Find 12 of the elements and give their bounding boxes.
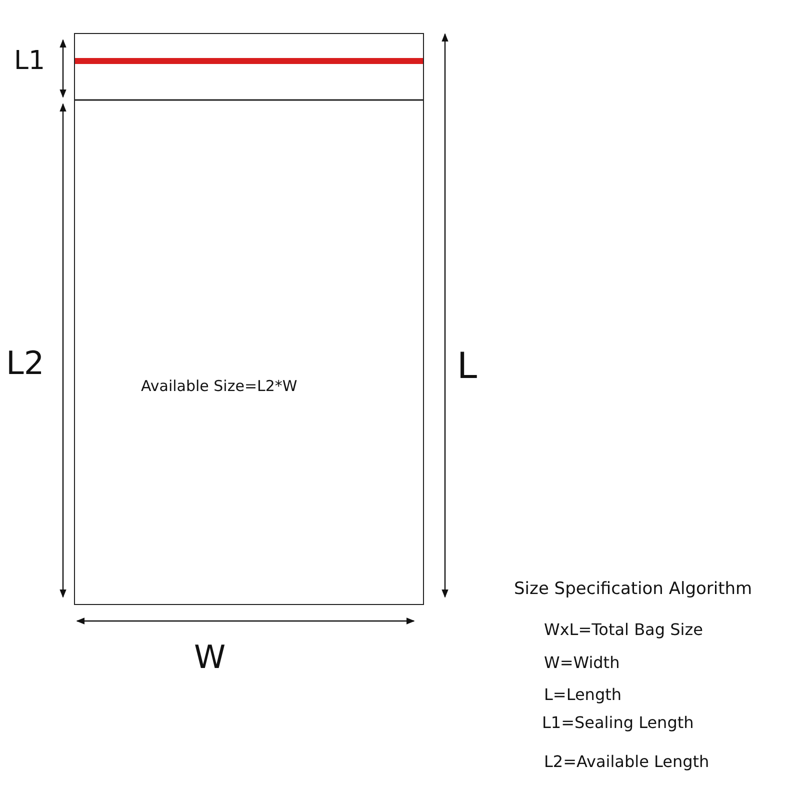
- dimension-label: L1: [14, 46, 46, 76]
- legend-text: L1=Sealing Length: [542, 713, 694, 732]
- legend-heading: Size Specification Algorithm: [514, 579, 752, 599]
- legend-text: WxL=Total Bag Size: [544, 620, 703, 639]
- dimension-label: L2: [6, 344, 44, 382]
- legend-text: L=Length: [544, 685, 622, 704]
- bag-outline: [74, 33, 424, 605]
- legend-text: W=Width: [544, 653, 620, 672]
- dimension-label: L: [457, 346, 478, 387]
- legend-text: L2=Available Length: [544, 752, 710, 771]
- area-formula: Available Size=L2*W: [141, 377, 298, 395]
- dimension-label: W: [194, 638, 226, 676]
